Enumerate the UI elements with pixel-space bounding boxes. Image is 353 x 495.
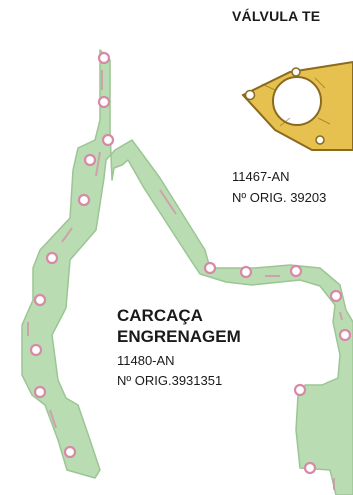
gear-housing-title-line2: ENGRENAGEM [117,327,241,346]
gear-housing-title-line1: CARCAÇA [117,306,203,325]
gear-housing-gasket-image [21,49,353,495]
gear-housing-product-code: 11480-AN [117,353,175,368]
valve-product-title: VÁLVULA TE [232,8,321,24]
gear-housing-product-block: CARCAÇA ENGRENAGEM 11480-AN Nº ORIG.3931… [117,305,241,391]
valve-original-number: Nº ORIG. 39203 [232,190,327,205]
valve-product-code: 11467-AN [232,169,290,184]
valve-gasket-image [241,60,353,151]
gear-housing-original-number: Nº ORIG.3931351 [117,373,223,388]
